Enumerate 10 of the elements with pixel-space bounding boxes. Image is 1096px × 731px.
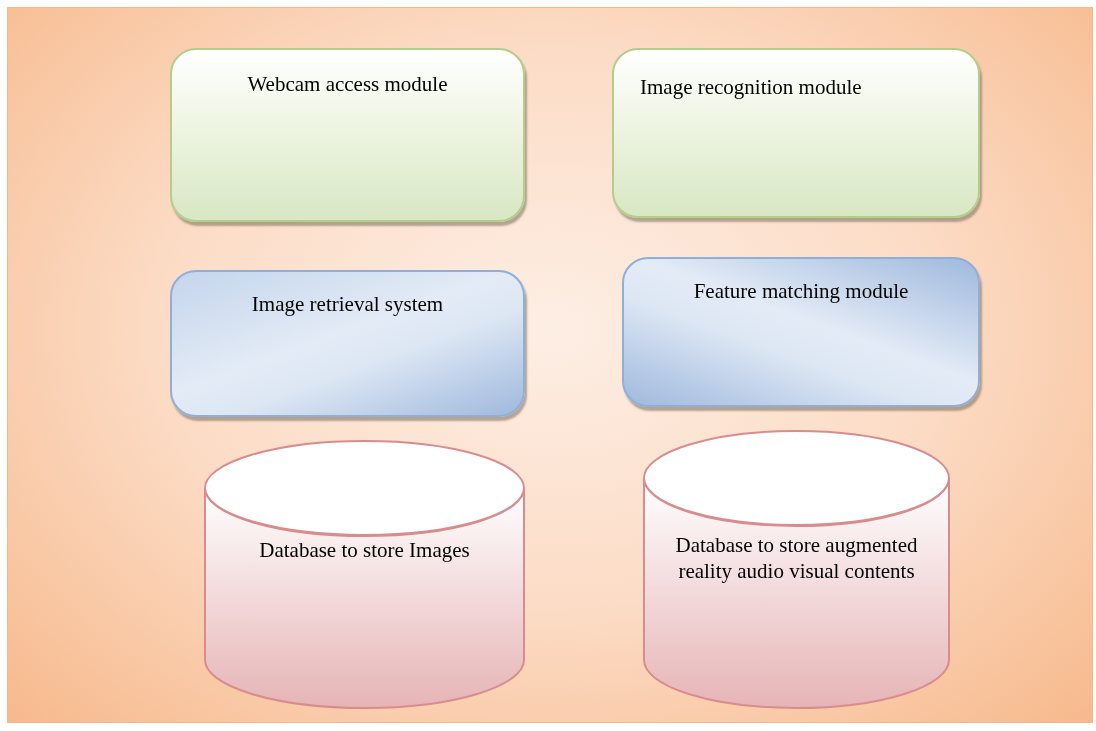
- box-label: Image recognition module: [640, 75, 863, 101]
- module-box: [612, 48, 980, 218]
- system-box: [170, 270, 525, 417]
- database-label: Database to store augmented reality audio visual contents: [674, 532, 919, 585]
- box-label: Image retrieval system: [250, 292, 445, 318]
- box-label: Webcam access module: [246, 72, 449, 98]
- module-box: [622, 257, 980, 407]
- database-label: Database to store Images: [258, 537, 471, 564]
- module-box: [170, 48, 525, 222]
- box-label: Feature matching module: [692, 279, 910, 305]
